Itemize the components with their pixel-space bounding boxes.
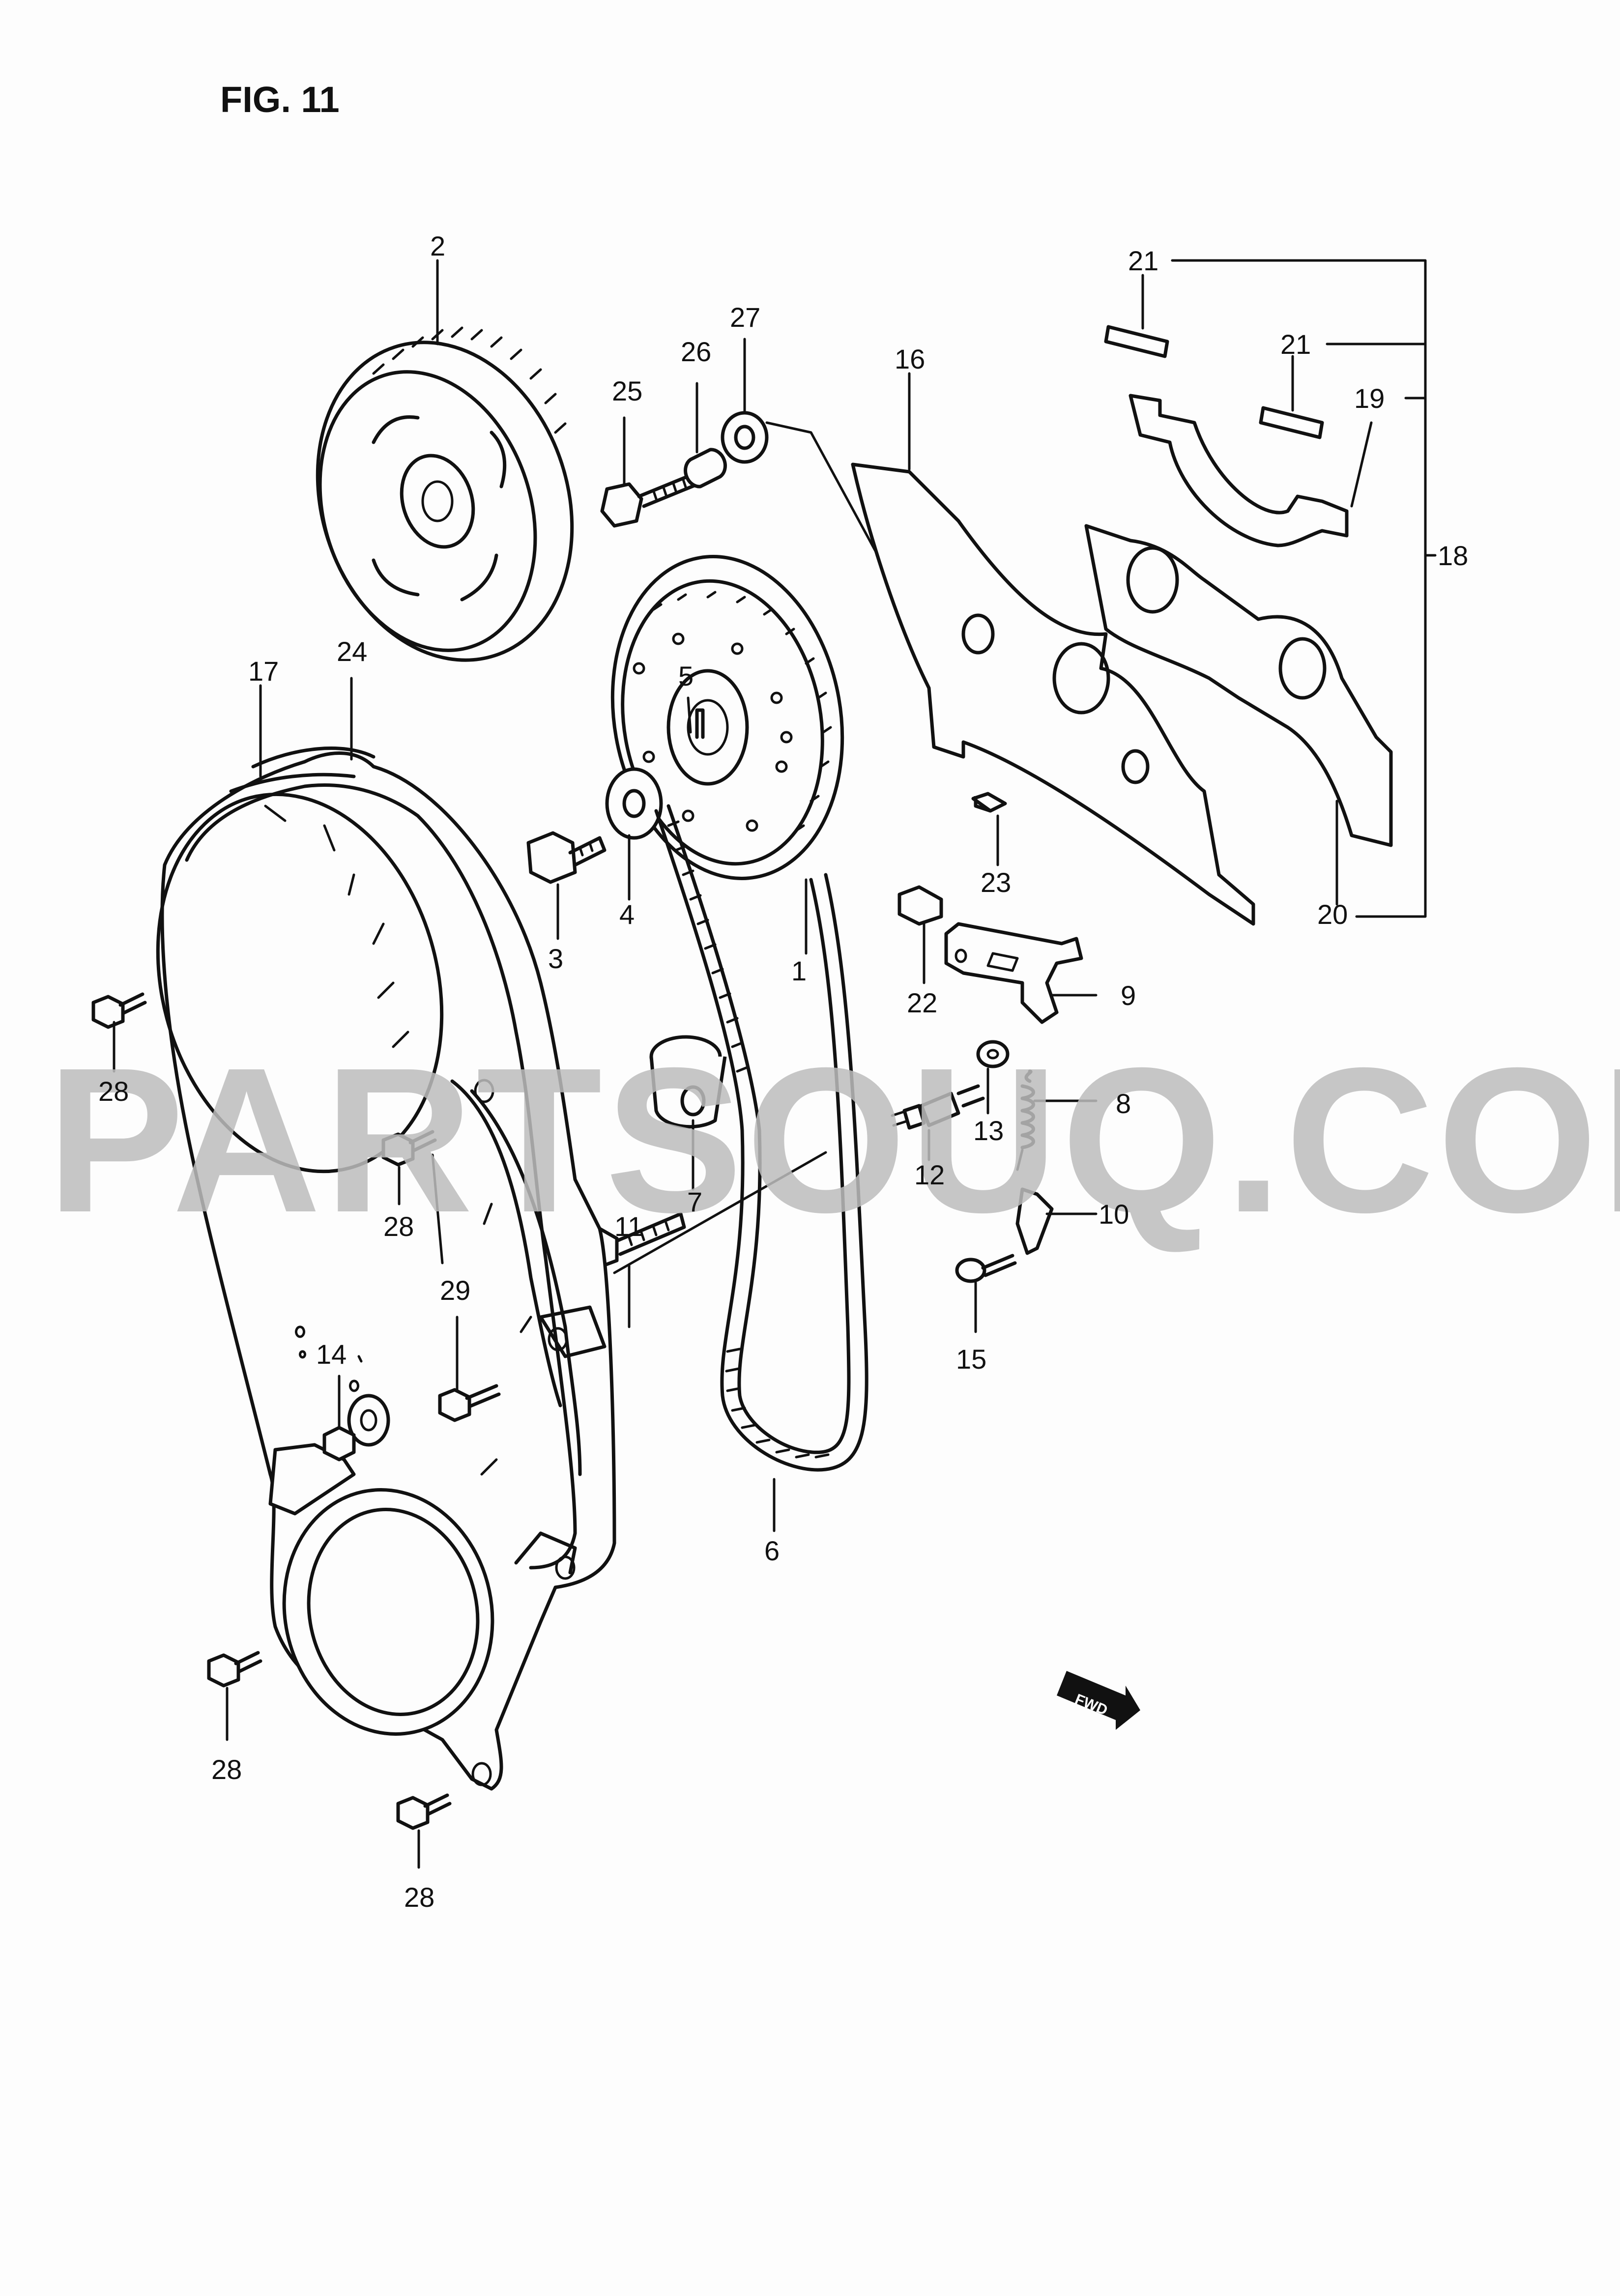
callout-14: 14 bbox=[316, 1339, 347, 1370]
callout-28-bottom: 28 bbox=[404, 1882, 434, 1913]
callout-23: 23 bbox=[981, 867, 1011, 898]
callout-28-lower: 28 bbox=[211, 1754, 242, 1785]
callout-11: 11 bbox=[614, 1211, 643, 1242]
callout-7: 7 bbox=[687, 1186, 702, 1217]
callout-9: 9 bbox=[1121, 980, 1136, 1011]
callout-26: 26 bbox=[681, 336, 711, 367]
tensioner-plate bbox=[1015, 1187, 1098, 1255]
callout-labels: 2 25 26 27 16 21 21 19 18 20 5 17 24 23 … bbox=[98, 230, 1468, 1913]
callout-24: 24 bbox=[337, 636, 367, 667]
outer-timing-cover bbox=[156, 677, 616, 1791]
callout-15: 15 bbox=[956, 1344, 986, 1375]
bracket-lines bbox=[1171, 259, 1437, 918]
dowel-pins bbox=[1104, 274, 1324, 439]
callout-1: 1 bbox=[791, 955, 807, 986]
callout-18: 18 bbox=[1438, 540, 1468, 571]
callout-28-mid: 28 bbox=[383, 1211, 414, 1242]
grommet bbox=[295, 1325, 390, 1462]
callout-6: 6 bbox=[764, 1535, 780, 1566]
cover-bolt-left bbox=[91, 992, 147, 1073]
callout-17: 17 bbox=[248, 656, 279, 687]
callout-4: 4 bbox=[619, 899, 635, 930]
callout-12: 12 bbox=[914, 1159, 945, 1190]
forward-direction-arrow: FWD bbox=[1057, 1671, 1140, 1730]
oil-seal-retainer bbox=[1128, 394, 1373, 547]
pulley-bolt bbox=[526, 831, 607, 940]
callout-19: 19 bbox=[1354, 383, 1385, 414]
watermark: PARTSOUQ.COM bbox=[47, 1025, 1620, 1256]
stud-washer bbox=[976, 1040, 1010, 1115]
callout-3: 3 bbox=[548, 943, 563, 974]
figure-title: FIG. 11 bbox=[220, 79, 340, 120]
washer bbox=[605, 767, 663, 901]
screw-15 bbox=[955, 1254, 1017, 1333]
tensioner-stud bbox=[891, 1084, 985, 1161]
cover-bolt-bottom bbox=[396, 1793, 452, 1869]
tensioner-spring bbox=[1016, 1069, 1098, 1171]
key bbox=[687, 696, 705, 739]
callout-29: 29 bbox=[440, 1275, 470, 1306]
inner-timing-plate bbox=[851, 372, 1255, 926]
cover-bolt-mid bbox=[381, 1130, 437, 1205]
cover-bolt-lower bbox=[207, 1651, 262, 1741]
callout-16: 16 bbox=[895, 344, 925, 374]
bracket-plate bbox=[1084, 524, 1393, 906]
callout-13: 13 bbox=[973, 1115, 1004, 1146]
callout-20: 20 bbox=[1317, 899, 1348, 930]
cover-bolt-29 bbox=[438, 1316, 501, 1422]
callout-25: 25 bbox=[612, 375, 642, 406]
callout-8: 8 bbox=[1116, 1088, 1131, 1119]
callout-10: 10 bbox=[1099, 1199, 1129, 1230]
callout-5: 5 bbox=[678, 660, 694, 691]
callout-28-left: 28 bbox=[98, 1076, 129, 1107]
idler-pulley bbox=[649, 1035, 727, 1191]
timing-pulley bbox=[610, 555, 844, 955]
callout-21-top: 21 bbox=[1128, 245, 1158, 276]
clip-23 bbox=[971, 792, 1007, 866]
callout-27: 27 bbox=[730, 302, 760, 333]
camshaft-pulley bbox=[316, 259, 574, 662]
callout-22: 22 bbox=[907, 987, 937, 1018]
tensioner-bracket bbox=[944, 922, 1098, 1024]
clip-22 bbox=[897, 885, 943, 984]
callout-2: 2 bbox=[430, 230, 445, 261]
callout-21-lower: 21 bbox=[1280, 329, 1311, 360]
timing-belt bbox=[613, 804, 868, 1532]
